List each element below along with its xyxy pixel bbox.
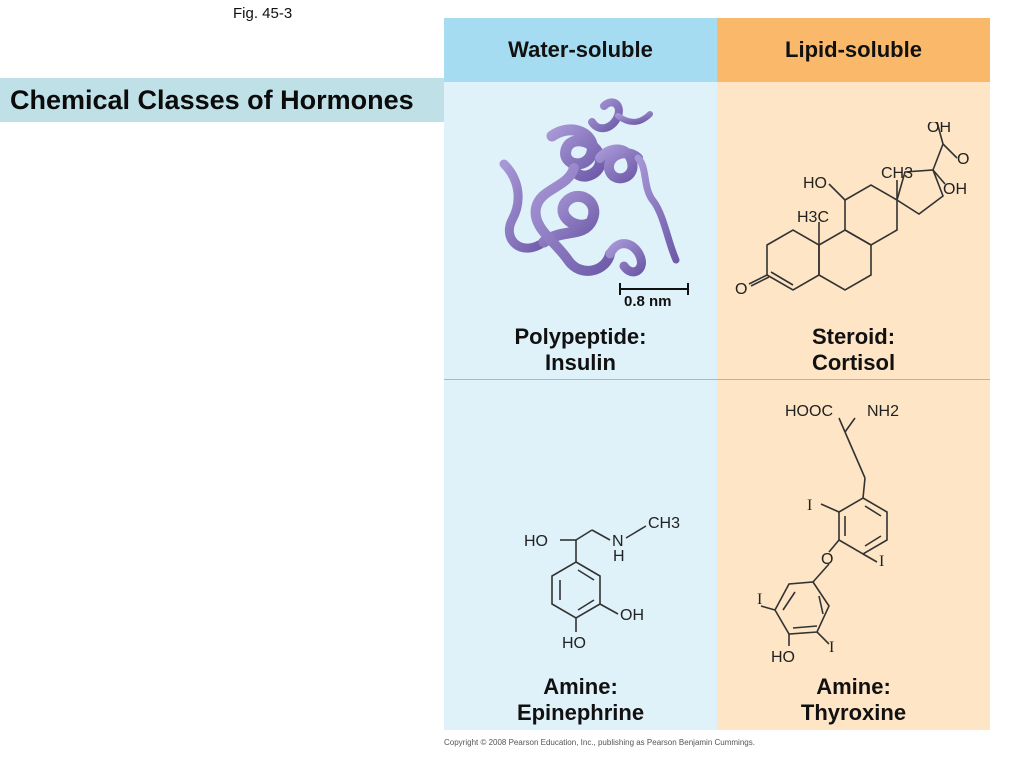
thyroxine-hooc: HOOC xyxy=(785,403,833,420)
epinephrine-name: Epinephrine xyxy=(516,700,645,725)
thyroxine-o: O xyxy=(821,551,833,568)
thyroxine-nh2: NH2 xyxy=(867,403,899,420)
cortisol-caption: Steroid: Cortisol xyxy=(717,324,990,376)
cortisol-structure: O H3C HO CH3 O OH OH xyxy=(735,122,969,298)
epinephrine-h: H xyxy=(613,548,625,565)
cortisol-ho: HO xyxy=(803,175,827,192)
epinephrine-ho-ring: HO xyxy=(562,635,586,652)
thyroxine-structure: HOOC NH2 I I O I I HO xyxy=(757,403,899,666)
thyroxine-i2: I xyxy=(879,553,884,570)
epinephrine-structure: CH3 HO N H OH HO xyxy=(524,515,680,652)
epinephrine-ch3: CH3 xyxy=(648,515,680,532)
thyroxine-i1: I xyxy=(807,497,812,514)
insulin-cell: 0.8 nm Polypeptide: Insulin xyxy=(444,82,717,380)
insulin-ribbon-structure xyxy=(499,98,680,277)
slide-title: Chemical Classes of Hormones xyxy=(0,78,466,122)
lipid-soluble-header: Lipid-soluble xyxy=(717,18,990,82)
thyroxine-i4: I xyxy=(829,639,834,656)
epinephrine-ho-chain: HO xyxy=(524,533,548,550)
epinephrine-class: Amine: xyxy=(543,674,618,699)
cortisol-o-ketone: O xyxy=(957,151,969,168)
thyroxine-i3: I xyxy=(757,591,762,608)
thyroxine-name: Thyroxine xyxy=(800,700,907,725)
cortisol-o-ring: O xyxy=(735,281,747,298)
epinephrine-oh-ring: OH xyxy=(620,607,644,624)
scale-bar-label: 0.8 nm xyxy=(624,293,672,310)
epinephrine-caption: Amine: Epinephrine xyxy=(444,674,717,726)
insulin-name: Insulin xyxy=(545,350,616,375)
hormone-classes-panel: Water-soluble Lipid-soluble xyxy=(444,18,990,730)
water-soluble-header: Water-soluble xyxy=(444,18,717,82)
thyroxine-caption: Amine: Thyroxine xyxy=(717,674,990,726)
scale-bar xyxy=(619,283,689,295)
figure-label: Fig. 45-3 xyxy=(233,5,293,22)
epinephrine-n: N xyxy=(612,533,624,550)
cortisol-name: Cortisol xyxy=(811,350,896,375)
insulin-class: Polypeptide: xyxy=(514,324,647,349)
cortisol-h3c: H3C xyxy=(797,209,829,226)
cortisol-oh-top: OH xyxy=(927,122,951,136)
insulin-caption: Polypeptide: Insulin xyxy=(444,324,717,376)
cortisol-oh-side: OH xyxy=(943,181,967,198)
cortisol-ch3: CH3 xyxy=(881,165,913,182)
copyright-notice: Copyright © 2008 Pearson Education, Inc.… xyxy=(444,738,755,747)
thyroxine-cell: HOOC NH2 I I O I I HO Amine: Thyroxine xyxy=(717,380,990,730)
cortisol-class: Steroid: xyxy=(811,324,896,349)
epinephrine-cell: CH3 HO N H OH HO Amine: Epinephrine xyxy=(444,380,717,730)
cortisol-cell: O H3C HO CH3 O OH OH Steroid: Cortisol xyxy=(717,82,990,380)
thyroxine-class: Amine: xyxy=(816,674,891,699)
thyroxine-ho: HO xyxy=(771,649,795,666)
